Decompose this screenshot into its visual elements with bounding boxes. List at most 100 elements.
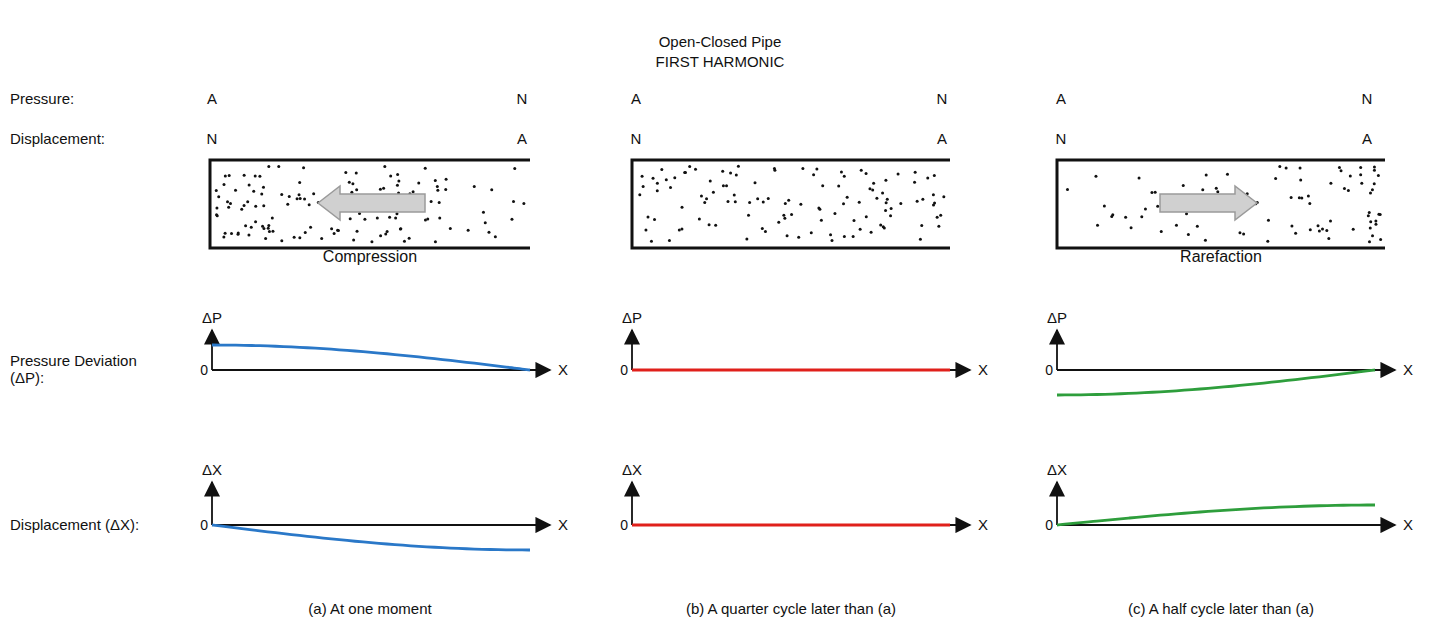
axis-label: 0: [200, 362, 208, 378]
air-particle: [262, 204, 265, 207]
air-particle: [678, 228, 681, 231]
air-particle: [397, 180, 400, 183]
air-particle: [226, 200, 229, 203]
air-particle: [494, 235, 497, 238]
axis-label: ΔX: [202, 461, 222, 478]
state-label: Compression: [323, 248, 417, 266]
air-particle: [271, 230, 274, 233]
air-particle: [396, 173, 399, 176]
air-particle: [722, 184, 725, 187]
air-particle: [320, 237, 323, 240]
air-particle: [436, 189, 439, 192]
air-particle: [815, 168, 818, 171]
air-particle: [1359, 166, 1362, 169]
air-particle: [1187, 233, 1190, 236]
air-particle: [703, 201, 706, 204]
air-particle: [1226, 173, 1229, 176]
air-particle: [1205, 173, 1208, 176]
air-particle: [308, 203, 311, 206]
air-particle: [812, 173, 815, 176]
air-particle: [348, 181, 351, 184]
air-particle: [668, 239, 671, 242]
air-particle: [280, 239, 283, 242]
air-particle: [240, 208, 243, 211]
air-particle: [1196, 225, 1199, 228]
air-particle: [761, 227, 764, 230]
air-particle: [721, 170, 724, 173]
air-particle: [389, 174, 392, 177]
air-particle: [267, 224, 270, 227]
air-particle: [1182, 184, 1185, 187]
air-particle: [846, 196, 849, 199]
air-particle: [897, 172, 900, 175]
air-particle: [215, 207, 218, 210]
air-particle: [363, 218, 366, 221]
air-particle: [1369, 220, 1372, 223]
air-particle: [246, 200, 249, 203]
air-particle: [229, 202, 232, 205]
wave-curve: [632, 524, 950, 527]
air-particle: [280, 193, 283, 196]
air-particle: [1267, 219, 1270, 222]
air-particle: [860, 169, 863, 172]
axis-label: ΔP: [622, 309, 642, 326]
air-particle: [777, 221, 780, 224]
air-particle: [656, 182, 659, 185]
air-particle: [1150, 191, 1153, 194]
air-particle: [396, 184, 399, 187]
air-particle: [445, 178, 448, 181]
air-particle: [1216, 190, 1219, 193]
air-particle: [821, 184, 824, 187]
wave-curve: [212, 525, 530, 550]
air-particle: [408, 237, 411, 240]
air-particle: [885, 201, 888, 204]
air-particle: [1144, 208, 1147, 211]
air-particle: [484, 221, 487, 224]
air-particle: [669, 186, 672, 189]
air-particle: [884, 179, 887, 182]
air-particle: [1343, 187, 1346, 190]
air-particle: [1290, 224, 1293, 227]
air-particle: [351, 182, 354, 185]
air-particle: [262, 186, 265, 189]
air-particle: [1307, 194, 1310, 197]
antinode-node-mark: A: [937, 130, 947, 147]
air-particle: [1374, 219, 1377, 222]
antinode-node-mark: N: [631, 130, 642, 147]
air-particle: [1094, 175, 1097, 178]
row-label: Displacement:: [10, 130, 105, 147]
axis-label: 0: [200, 517, 208, 533]
air-particle: [312, 192, 315, 195]
air-particle: [712, 191, 715, 194]
wave-curve: [632, 369, 950, 372]
air-particle: [298, 236, 301, 239]
air-particle: [642, 185, 645, 188]
air-particle: [1111, 213, 1114, 216]
air-particle: [1374, 223, 1377, 226]
air-particle: [1367, 214, 1370, 217]
air-particle: [919, 238, 922, 241]
air-particle: [653, 218, 656, 221]
air-particle: [747, 214, 750, 217]
air-particle: [1377, 174, 1380, 177]
air-particle: [837, 184, 840, 187]
axis-label: X: [1403, 516, 1413, 533]
air-particle: [883, 227, 886, 230]
state-label: Rarefaction: [1180, 248, 1262, 266]
axis-label: ΔX: [1047, 461, 1067, 478]
air-particle: [1298, 196, 1301, 199]
air-particle: [237, 233, 240, 236]
antinode-node-mark: A: [517, 130, 527, 147]
axis-label: X: [1403, 361, 1413, 378]
air-particle: [830, 239, 833, 242]
air-particle: [1379, 213, 1382, 216]
air-particle: [298, 193, 301, 196]
air-particle: [382, 187, 385, 190]
air-particle: [349, 217, 352, 220]
air-particle: [858, 201, 861, 204]
air-particle: [522, 202, 525, 205]
air-particle: [684, 171, 687, 174]
air-particle: [1299, 179, 1302, 182]
air-particle: [745, 238, 748, 241]
air-particle: [842, 202, 845, 205]
